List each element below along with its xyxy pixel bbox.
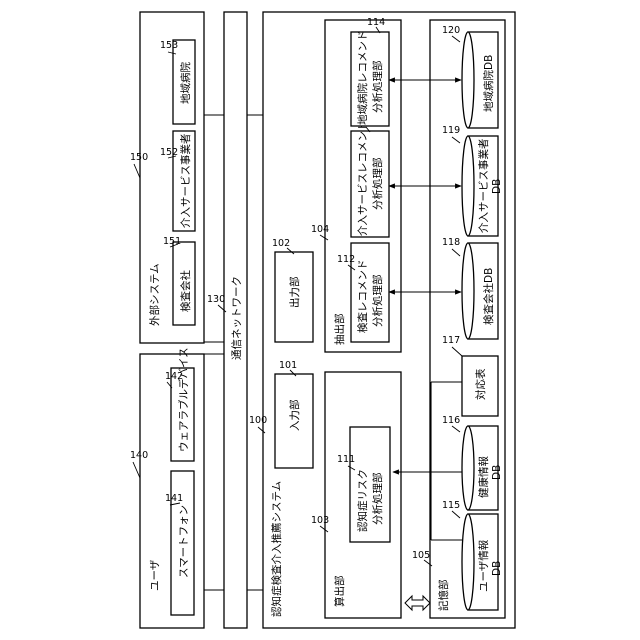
ref-111: 111 — [337, 454, 355, 465]
ref-115: 115 — [442, 500, 460, 511]
network-label: 通信ネットワーク — [231, 276, 243, 360]
inspection-rec-line2: 分析処理部 — [371, 275, 384, 328]
hospital-rec-line1: 地域病院レコメンド — [356, 31, 369, 126]
dementia-risk-box — [350, 427, 390, 542]
care-db-line2: DB — [491, 179, 503, 194]
dementia-risk-line1: 認知症リスク — [356, 469, 369, 532]
output-unit-label: 出力部 — [288, 277, 301, 309]
inspection-db-label: 検査会社DB — [482, 268, 495, 325]
ref-150: 150 — [130, 152, 148, 163]
ref-153: 153 — [160, 40, 178, 51]
smartphone-label: スマートフォン — [178, 505, 190, 578]
dementia-risk-line2: 分析処理部 — [371, 473, 384, 526]
ref-112: 112 — [337, 254, 355, 265]
extract-unit-label: 抽出部 — [333, 314, 346, 346]
input-unit-label: 入力部 — [288, 400, 301, 432]
ref-120: 120 — [442, 25, 460, 36]
wearable-label: ウェアラブルデバイス — [177, 347, 190, 452]
network-connections-left — [204, 115, 224, 590]
system-title: 認知症検査介入推薦システム — [270, 481, 283, 617]
ref-151: 151 — [163, 236, 181, 247]
user-db-line2: DB — [491, 561, 503, 576]
ref-119: 119 — [442, 125, 460, 136]
ref-142: 142 — [165, 371, 183, 382]
health-db-line1: 健康情報 — [477, 456, 490, 498]
storage-unit-label: 記憶部 — [437, 580, 450, 612]
ref-102: 102 — [272, 238, 290, 249]
calc-unit-label: 算出部 — [333, 576, 346, 608]
ref-114: 114 — [367, 17, 385, 28]
network-connections-right — [247, 115, 263, 590]
inspection-company-label: 検査会社 — [179, 270, 192, 312]
ref-116: 116 — [442, 415, 460, 426]
care-rec-line2: 分析処理部 — [371, 158, 384, 211]
care-rec-line1: 介入サービスレコメンド — [357, 121, 369, 237]
user-group-label: ユーザ — [149, 559, 161, 591]
ref-101: 101 — [279, 360, 297, 371]
user-db-line1: ユーザ情報 — [477, 539, 490, 592]
ref-104: 104 — [311, 224, 329, 235]
ref-117: 117 — [442, 335, 460, 346]
hospital-db-label: 地域病院DB — [482, 55, 495, 112]
care-provider-label: 介入サービス事業者 — [179, 134, 192, 229]
correspondence-table-label: 対応表 — [474, 368, 487, 400]
ref-100: 100 — [249, 415, 267, 426]
health-db-line2: DB — [491, 465, 503, 480]
ref-118: 118 — [442, 237, 460, 248]
hospital-rec-line2: 分析処理部 — [371, 61, 384, 114]
care-db-line1: 介入サービス事業者 — [477, 139, 490, 234]
leader-150 — [134, 164, 140, 178]
ref-130: 130 — [207, 294, 225, 305]
regional-hospital-label: 地域病院 — [179, 62, 192, 104]
ref-105: 105 — [412, 550, 430, 561]
ref-103: 103 — [311, 515, 329, 526]
inspection-rec-line1: 検査レコメンド — [356, 260, 369, 334]
ref-140: 140 — [130, 450, 148, 461]
leader-140 — [133, 462, 140, 478]
external-system-label: 外部システム — [148, 263, 161, 326]
ref-141: 141 — [165, 493, 183, 504]
